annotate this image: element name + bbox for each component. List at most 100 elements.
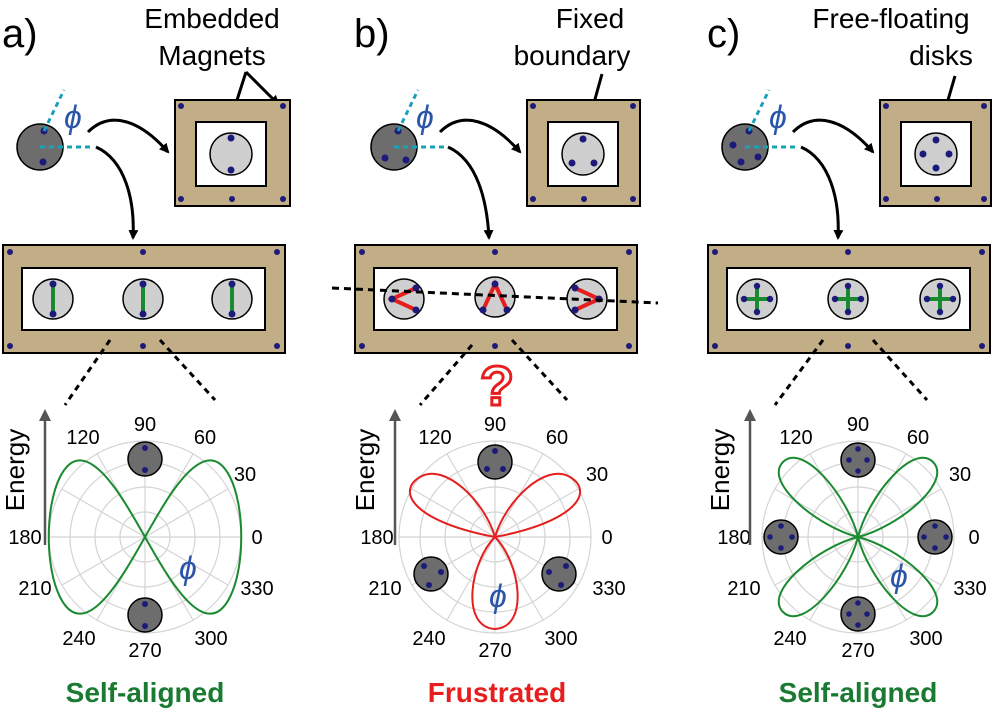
angle-label-210: 210 [727,578,760,600]
angle-label-60: 60 [907,427,929,449]
magnet-dot [227,134,235,142]
panel-c-caption: Self-aligned [779,677,938,708]
energy-curve [47,459,243,615]
phi-symbol: ϕ [416,99,434,135]
angle-label-300: 300 [909,628,942,650]
magnet-dot [381,154,389,162]
panel-b-letter: b) [354,12,390,56]
zoom-line [158,338,217,402]
angle-label-300: 300 [194,628,227,650]
phi-symbol: ϕ [769,99,787,135]
panel-c: c) Free-floating disks ϕ [705,3,992,708]
panel-c-annotation-line1: Free-floating [812,3,969,34]
angle-label-90: 90 [847,414,869,436]
angle-label-270: 270 [128,640,161,662]
phi-axis-line [747,89,771,132]
frustrated-disk [383,278,425,320]
energy-axis-label: Energy [350,429,380,511]
angle-label-240: 240 [773,628,806,650]
curved-arrow [86,118,170,154]
magnet-dot [737,158,745,166]
bottom-disk [127,597,163,633]
magnet-dot [39,158,47,166]
frame-rivet [280,196,286,202]
angle-label-30: 30 [949,464,971,486]
angle-label-330: 330 [953,578,986,600]
frame-rivets [530,103,636,202]
magnet-dot [919,150,927,158]
cross-disk [919,278,961,320]
magnet-dot [754,153,762,161]
magnet-dot [932,136,940,144]
angle-label-60: 60 [194,427,216,449]
left-disk [763,519,799,555]
angle-label-30: 30 [586,464,608,486]
top-disk [127,441,163,477]
magnet-dot [932,164,940,172]
phi-symbol: ϕ [64,99,82,135]
curved-arrow [447,145,494,240]
polar-plot-c: ϕ 0 30 60 90 120 180 210 240 270 300 330 [717,414,986,662]
curved-arrow [800,145,844,240]
magnet-dot [402,156,410,164]
top-disk [840,442,876,478]
zoom-line [510,338,569,402]
lower-right-disk [541,556,577,592]
aligned-disk [32,278,74,320]
bottom-disk [840,596,876,632]
phi-axis-line [42,89,66,132]
frame-rivets [883,103,987,202]
panel-a: a) Embedded Magnets ϕ [0,3,291,708]
angle-label-120: 120 [779,427,812,449]
panel-b-annotation-line1: Fixed [556,3,624,34]
energy-axis-label: Energy [0,429,30,511]
right-disk [917,519,953,555]
magnet-dot [729,141,737,149]
zoom-line [773,339,825,406]
phi-symbol: ϕ [489,578,507,614]
angle-label-210: 210 [18,578,51,600]
magnet-dot [227,166,235,174]
angle-label-60: 60 [546,427,568,449]
panel-b: b) Fixed boundary ϕ [331,3,659,708]
angle-label-180: 180 [8,527,41,549]
energy-curve [777,456,939,618]
angle-label-300: 300 [544,628,577,650]
aligned-disk [211,278,253,320]
lower-left-disk [413,556,449,592]
cross-disk [827,278,869,320]
top-disk [477,444,513,480]
panel-b-caption: Frustrated [428,677,566,708]
angle-label-0: 0 [968,527,979,549]
wide-frame-rivets [359,249,632,349]
symmetry-axis [331,286,659,305]
polar-plot-a: ϕ 0 30 60 90 120 180 210 240 270 300 330 [8,414,273,662]
angle-label-210: 210 [368,578,401,600]
panel-a-annotation-line2: Magnets [158,40,265,71]
panel-a-caption: Self-aligned [66,677,225,708]
panel-c-letter: c) [707,12,740,56]
angle-label-0: 0 [601,527,612,549]
angle-label-90: 90 [134,414,156,436]
angle-label-330: 330 [592,578,625,600]
frame-rivet [178,196,184,202]
frame-rivet [178,103,184,109]
question-mark: ? [480,354,514,417]
zoom-line [63,339,112,406]
phi-symbol: ϕ [179,550,197,586]
curved-arrow [438,118,522,154]
wide-frame-rivets [712,249,985,349]
magnet-dot [579,135,587,143]
energy-curve [409,472,581,631]
panel-c-annotation-line2: disks [909,40,973,71]
framed-disk [914,132,958,176]
zoom-line [871,338,929,402]
angle-label-330: 330 [240,578,273,600]
zoom-line [418,344,474,406]
frustrated-disk [474,276,516,318]
aligned-disk [122,278,164,320]
angle-label-180: 180 [717,527,750,549]
curved-arrow [791,118,875,154]
angle-label-240: 240 [412,628,445,650]
